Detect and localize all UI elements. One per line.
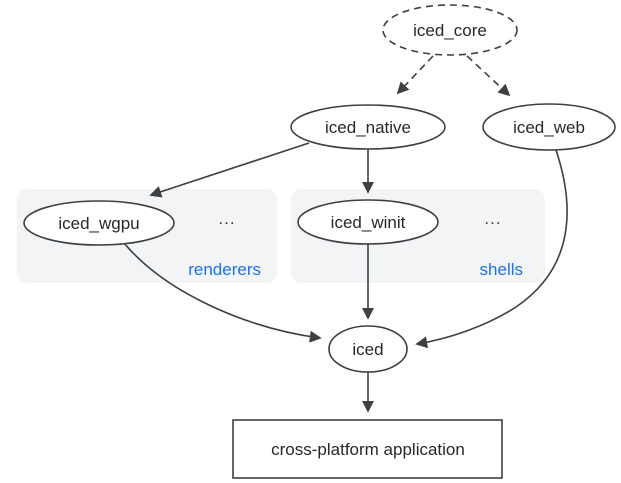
edge-iced-wgpu-to-iced xyxy=(123,242,322,343)
node-iced-winit-label: iced_winit xyxy=(331,213,406,232)
edge-iced-core-to-iced-native xyxy=(396,55,434,95)
shells-ellipsis: ... xyxy=(484,209,501,228)
edge-iced-native-to-iced-wgpu xyxy=(149,142,310,198)
shells-group-label: shells xyxy=(480,260,523,279)
node-application-label: cross-platform application xyxy=(271,440,465,459)
node-application xyxy=(232,419,503,479)
node-iced-wgpu-label: iced_wgpu xyxy=(58,214,139,233)
node-iced-native xyxy=(290,104,446,150)
node-iced-winit xyxy=(297,199,439,245)
node-iced xyxy=(328,325,408,373)
edge-iced-core-to-iced-web xyxy=(466,55,511,97)
node-iced-label: iced xyxy=(352,340,383,359)
node-iced-core-label: iced_core xyxy=(413,21,487,40)
renderers-ellipsis: ... xyxy=(218,209,235,228)
node-iced-wgpu xyxy=(23,200,175,246)
node-iced-web xyxy=(482,103,616,151)
renderers-group-label: renderers xyxy=(188,260,261,279)
node-iced-web-label: iced_web xyxy=(513,118,585,137)
node-iced-native-label: iced_native xyxy=(325,118,411,137)
node-iced-core xyxy=(382,4,518,56)
edge-iced-web-to-iced xyxy=(415,149,568,349)
